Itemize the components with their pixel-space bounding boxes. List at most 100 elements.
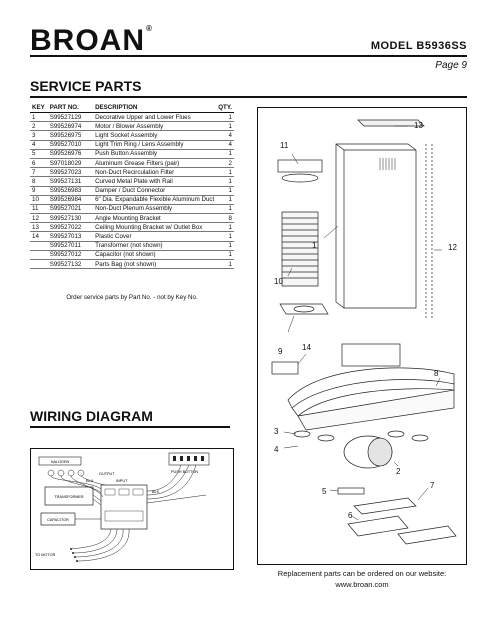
part-qty: 4 xyxy=(216,140,234,150)
col-key-header: KEY xyxy=(30,104,48,113)
callout-6: 6 xyxy=(348,511,353,520)
part-description: Motor / Blower Assembly xyxy=(93,121,217,132)
part-qty: 4 xyxy=(216,130,234,141)
col-description-header: DESCRIPTION xyxy=(93,104,217,113)
part-qty: 1 xyxy=(216,186,234,196)
part-qty: 1 xyxy=(216,241,234,251)
part-number: S99526976 xyxy=(47,149,94,159)
callout-1: 1 xyxy=(312,241,317,250)
part-qty: 2 xyxy=(216,158,234,169)
part-qty: 1 xyxy=(216,222,234,233)
part-number: S99526974 xyxy=(47,121,94,132)
transformer-label: TRANSFORMER xyxy=(54,495,84,499)
part-key: 6 xyxy=(30,158,48,169)
part-number: S99527129 xyxy=(47,112,94,123)
exploded-parts-diagram: 11 13 1 12 10 9 14 8 3 4 2 5 7 6 xyxy=(257,107,467,565)
wiring-diagram: HALOGEN OUTPUT BLU INPUT PUSH BUTTON TRA… xyxy=(30,448,234,570)
callout-9: 9 xyxy=(278,347,283,356)
part-number: S99526983 xyxy=(47,186,94,196)
part-number: S99527130 xyxy=(47,213,94,224)
part-key: 10 xyxy=(30,195,48,205)
part-qty: 1 xyxy=(216,259,234,270)
service-parts-title: SERVICE PARTS xyxy=(30,78,142,94)
footer-line-1: Replacement parts can be ordered on our … xyxy=(277,569,447,578)
part-key xyxy=(30,241,48,251)
part-key: 1 xyxy=(30,112,48,123)
part-description: Curved Metal Plate with Rail xyxy=(93,176,217,187)
part-description: Angle Mounting Bracket xyxy=(93,213,217,224)
part-number: S99527022 xyxy=(47,222,94,233)
to-motor-label: TO MOTOR xyxy=(35,553,56,557)
part-number: S99526975 xyxy=(47,130,94,141)
part-qty: 1 xyxy=(216,204,234,215)
part-qty: 1 xyxy=(216,250,234,261)
part-key: 12 xyxy=(30,213,48,224)
callout-8: 8 xyxy=(434,369,439,378)
part-number: S99527011 xyxy=(47,241,94,251)
part-number: S99526984 xyxy=(47,195,94,205)
part-description: Ceiling Mounting Bracket w/ Outlet Box xyxy=(93,222,217,233)
page-label: Page 9 xyxy=(435,60,467,71)
model-label: MODEL B5936SS xyxy=(370,40,467,52)
callout-13: 13 xyxy=(414,121,423,130)
blk-label: BLK xyxy=(152,490,160,494)
part-description: Transformer (not shown) xyxy=(93,241,217,251)
callout-10: 10 xyxy=(274,277,283,286)
part-qty: 1 xyxy=(216,121,234,132)
part-qty: 1 xyxy=(216,149,234,159)
part-description: Capacitor (not shown) xyxy=(93,250,217,261)
part-number: S99527021 xyxy=(47,204,94,215)
part-qty: 8 xyxy=(216,213,234,224)
footer-website[interactable]: www.broan.com xyxy=(335,580,389,589)
part-key: 7 xyxy=(30,167,48,178)
part-key: 5 xyxy=(30,149,48,159)
callout-12: 12 xyxy=(448,243,457,252)
part-key: 2 xyxy=(30,121,48,132)
col-qty-header: QTY. xyxy=(216,104,234,113)
callout-4: 4 xyxy=(274,445,279,454)
section-rule xyxy=(30,96,467,98)
part-description: Light Socket Assembly xyxy=(93,130,217,141)
exploded-view-drawing: 11 13 1 12 10 9 14 8 3 4 2 5 7 6 xyxy=(271,119,457,545)
header-rule xyxy=(30,55,467,57)
part-number: S99527023 xyxy=(47,167,94,178)
part-number: S97018029 xyxy=(47,158,94,169)
part-description: Parts Bag (not shown) xyxy=(93,259,217,270)
input-label: INPUT xyxy=(116,479,128,483)
callout-5: 5 xyxy=(322,487,327,496)
part-number: S99527012 xyxy=(47,250,94,261)
part-description: Non-Duct Plenum Assembly xyxy=(93,204,217,215)
wiring-diagram-title: WIRING DIAGRAM xyxy=(30,408,153,424)
capacitor-label: CAPACITOR xyxy=(47,518,69,522)
part-key: 9 xyxy=(30,186,48,196)
callout-7: 7 xyxy=(430,481,435,490)
part-key xyxy=(30,250,48,261)
part-description: Decorative Upper and Lower Flues xyxy=(93,112,217,123)
order-note: Order service parts by Part No. - not by… xyxy=(66,294,198,301)
part-number: S99527131 xyxy=(47,176,94,187)
brand-name: BROAN xyxy=(30,24,145,57)
part-number: S99527132 xyxy=(47,259,94,270)
halogen-label: HALOGEN xyxy=(51,460,70,464)
part-description: Plastic Cover xyxy=(93,231,217,242)
part-key: 14 xyxy=(30,231,48,242)
part-qty: 1 xyxy=(216,167,234,178)
callout-3: 3 xyxy=(274,427,279,436)
footer-note: Replacement parts can be ordered on our … xyxy=(257,568,467,590)
part-number: S99527010 xyxy=(47,140,94,150)
registered-mark: ® xyxy=(146,24,153,33)
callout-2: 2 xyxy=(396,467,401,476)
wiring-diagram-drawing: HALOGEN OUTPUT BLU INPUT PUSH BUTTON TRA… xyxy=(35,452,210,562)
